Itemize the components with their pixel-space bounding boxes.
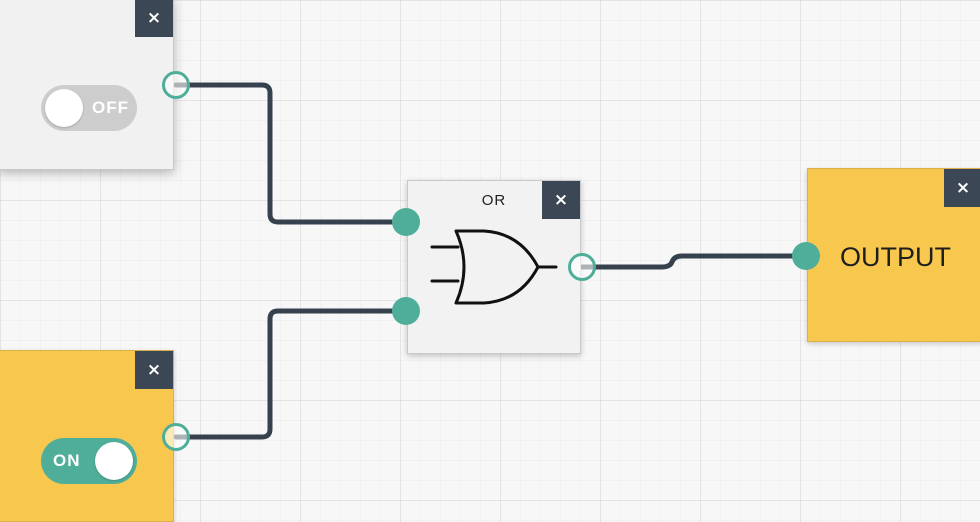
toggle-label-on: ON [53, 451, 81, 470]
or-gate-symbol-icon [430, 229, 558, 305]
or-gate-close-button[interactable]: × [542, 181, 580, 219]
wire-or-to-output[interactable] [579, 253, 809, 270]
wire-switch-on-to-or-input-b[interactable] [173, 308, 409, 440]
output-input-port[interactable] [792, 242, 820, 270]
switch-on-output-port[interactable] [162, 423, 190, 451]
toggle-knob [95, 442, 133, 480]
or-gate-output-port[interactable] [568, 253, 596, 281]
toggle-label-off: OFF [92, 98, 129, 117]
switch-off-output-port[interactable] [162, 71, 190, 99]
gate-title: OR [481, 192, 507, 209]
switch-node-on[interactable]: × ON [0, 350, 174, 522]
toggle-switch-off[interactable]: OFF [41, 85, 137, 131]
or-gate-node[interactable]: OR × [407, 180, 581, 354]
close-icon: × [146, 360, 162, 380]
toggle-knob [45, 89, 83, 127]
wire-switch-off-to-or-input-a[interactable] [173, 82, 409, 225]
output-label: OUTPUT [840, 242, 951, 272]
switch-on-close-button[interactable]: × [135, 351, 173, 389]
switch-off-close-button[interactable]: × [135, 0, 173, 37]
output-node[interactable]: × OUTPUT [807, 168, 980, 342]
or-gate-input-port-b[interactable] [392, 297, 420, 325]
close-icon: × [955, 178, 971, 198]
close-icon: × [553, 190, 569, 210]
output-close-button[interactable]: × [944, 169, 980, 207]
toggle-switch-on[interactable]: ON [41, 438, 137, 484]
or-gate-input-port-a[interactable] [392, 208, 420, 236]
switch-node-off[interactable]: × OFF [0, 0, 174, 170]
close-icon: × [146, 8, 162, 28]
